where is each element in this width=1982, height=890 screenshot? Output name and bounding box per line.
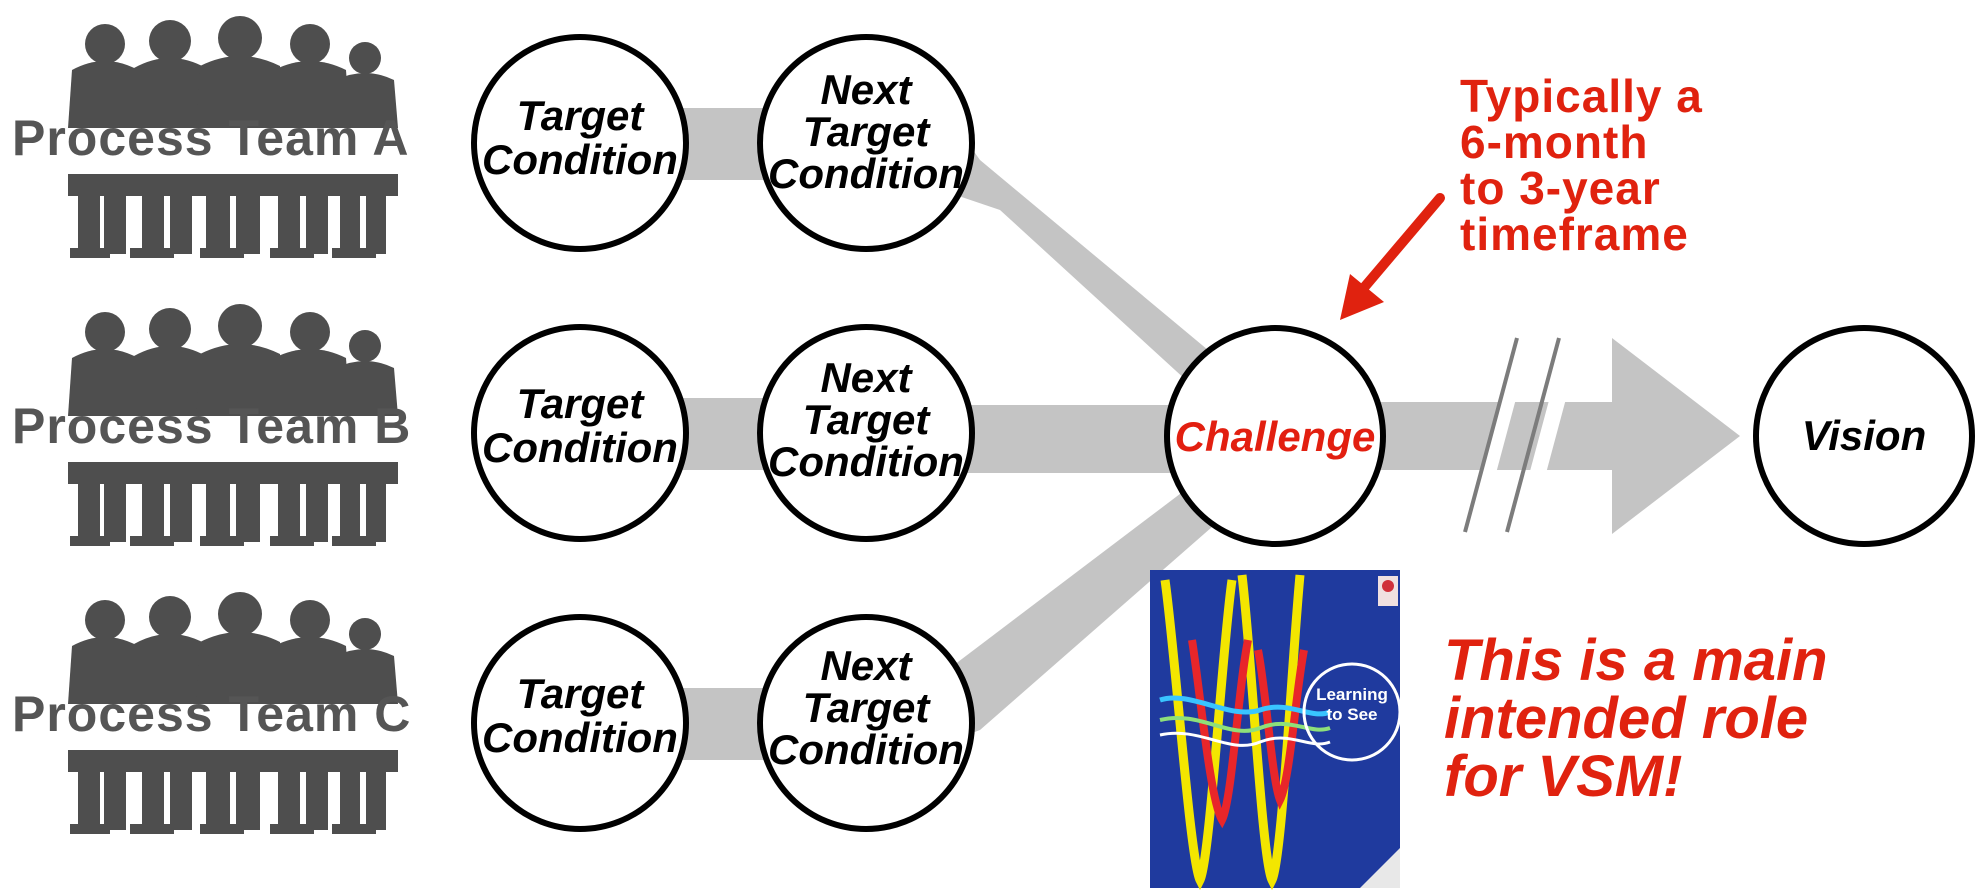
next-target-condition-b: Next Target Condition (757, 324, 975, 542)
break-mark-2 (1514, 335, 1582, 535)
node-line: Target (803, 684, 932, 731)
timeframe-line-3: to 3-year (1460, 162, 1661, 214)
challenge-node: Challenge (1164, 325, 1386, 547)
vsm-callout-line-1: This is a main (1444, 628, 1828, 693)
node-line: Condition (768, 726, 964, 773)
node-line: Condition (482, 424, 678, 471)
node-line: Next (820, 642, 913, 689)
target-condition-c: Target Condition (471, 614, 689, 832)
node-line: Target (517, 670, 646, 717)
book-title-line-2: to See (1326, 705, 1377, 724)
timeframe-line-4: timeframe (1460, 208, 1689, 260)
node-line: Condition (482, 714, 678, 761)
flow-diagonal-c (940, 475, 1220, 745)
node-line: Next (820, 354, 913, 401)
red-pointer-arrow-icon (1340, 193, 1445, 320)
flow-straight-b (960, 405, 1180, 473)
flow-arrowhead (1612, 338, 1740, 534)
vision-node: Vision (1753, 325, 1975, 547)
vsm-callout-line-3: for VSM! (1444, 744, 1682, 809)
book-title-line-1: Learning (1316, 685, 1388, 704)
team-c-label: Process Team C (12, 686, 411, 742)
vision-label: Vision (1802, 412, 1926, 459)
node-line: Condition (768, 150, 964, 197)
team-b-label: Process Team B (12, 398, 411, 454)
node-line: Target (803, 108, 932, 155)
book-cover-icon: Learning to See (1150, 570, 1402, 890)
node-line: Condition (482, 136, 678, 183)
timeframe-line-1: Typically a (1460, 70, 1703, 122)
break-mark-1 (1464, 335, 1532, 535)
node-line: Next (820, 66, 913, 113)
timeframe-line-2: 6-month (1460, 116, 1648, 168)
vsm-callout: This is a main intended role for VSM! (1444, 628, 1828, 809)
node-line: Target (803, 396, 932, 443)
team-a-label: Process Team A (12, 110, 410, 166)
timeframe-note: Typically a 6-month to 3-year timeframe (1460, 70, 1703, 260)
flow-diagonal-a (935, 118, 1220, 402)
node-line: Target (517, 92, 646, 139)
target-condition-a: Target Condition (471, 34, 689, 252)
next-target-condition-a: Next Target Condition (757, 34, 975, 252)
vsm-callout-line-2: intended role (1444, 686, 1808, 751)
challenge-label: Challenge (1175, 413, 1376, 460)
node-line: Target (517, 380, 646, 427)
target-condition-b: Target Condition (471, 324, 689, 542)
node-line: Condition (768, 438, 964, 485)
next-target-condition-c: Next Target Condition (757, 614, 975, 832)
